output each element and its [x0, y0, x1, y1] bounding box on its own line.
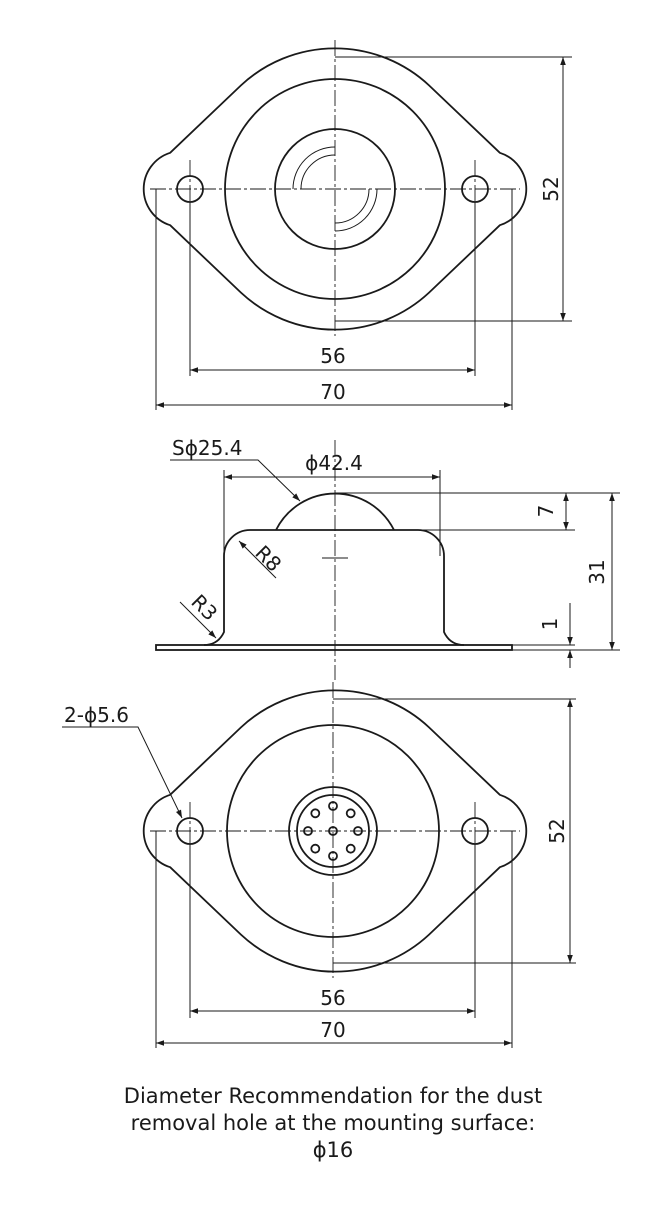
bottom-label-pitch: 56 [320, 986, 345, 1010]
side-label-thickness: 1 [538, 618, 562, 631]
side-view: ϕ42.4 Sϕ25.4 7 31 1 R8 R3 [155, 436, 620, 680]
side-label-radius-top: R8 [250, 541, 286, 577]
bottom-view: 2-ϕ5.6 52 56 70 [62, 682, 576, 1048]
bottom-label-mount-holes: 2-ϕ5.6 [64, 703, 129, 727]
top-view: 52 56 70 [142, 40, 572, 410]
top-ball-highlight [292, 146, 378, 232]
side-label-ball-sphere: Sϕ25.4 [172, 436, 242, 460]
side-label-total-height: 31 [585, 559, 609, 584]
side-label-radius-base: R3 [186, 590, 222, 626]
caption-line-1: Diameter Recommendation for the dust [123, 1084, 543, 1108]
bottom-label-height: 52 [545, 818, 569, 843]
caption: Diameter Recommendation for the dust rem… [0, 1083, 666, 1164]
side-label-ball-protrusion: 7 [534, 505, 558, 518]
top-label-width: 70 [320, 380, 345, 404]
caption-line-2: removal hole at the mounting surface: [130, 1111, 536, 1135]
caption-line-3: ϕ16 [312, 1138, 354, 1162]
bottom-flange-outline [142, 689, 528, 973]
top-label-pitch: 56 [320, 344, 345, 368]
top-flange-outline [142, 47, 528, 331]
side-base-plate [155, 644, 513, 651]
bottom-label-width: 70 [320, 1018, 345, 1042]
top-label-height: 52 [539, 176, 563, 201]
side-housing-profile [203, 529, 465, 646]
side-label-flange-dia: ϕ42.4 [305, 451, 363, 475]
